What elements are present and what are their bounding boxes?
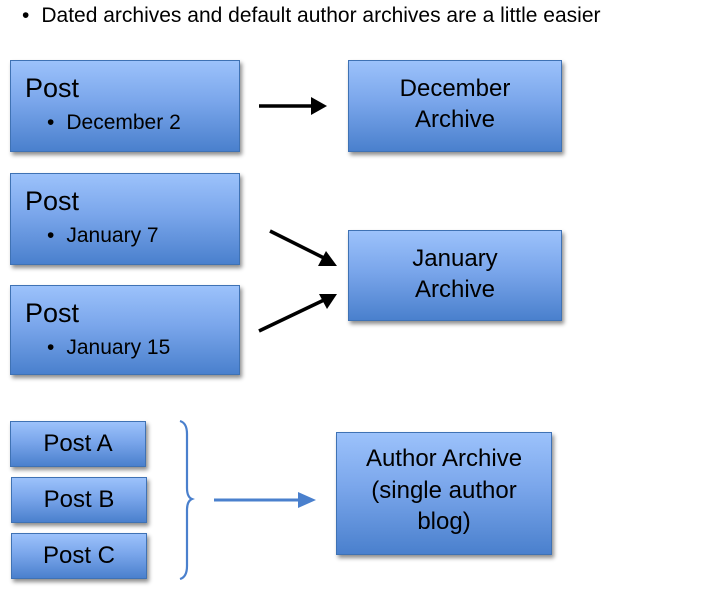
post-date: • January 15 <box>47 336 170 360</box>
post-c-box: Post C <box>11 533 147 579</box>
post-label: Post C <box>42 542 116 569</box>
arrow-author-icon <box>214 492 316 508</box>
archive-label-line2: Archive <box>414 276 496 303</box>
brace-icon <box>179 419 195 581</box>
post-a-box: Post A <box>10 421 146 467</box>
bullet: • <box>47 111 55 134</box>
post-date-text: December 2 <box>66 111 181 134</box>
post-title: Post <box>25 186 80 216</box>
heading-bullet: • <box>22 4 30 27</box>
archive-label-line1: January <box>412 245 498 272</box>
arrow-january-7-icon <box>269 229 337 266</box>
archive-label-line1: Author Archive <box>365 445 523 472</box>
archive-label-line1: December <box>399 75 511 102</box>
archive-label-line2: Archive <box>414 106 496 133</box>
post-date-text: January 15 <box>66 336 171 359</box>
post-label: Post A <box>43 430 113 457</box>
archive-label-line3: blog) <box>417 508 471 535</box>
post-title: Post <box>25 73 80 103</box>
archive-label-line2: (single author <box>371 477 517 504</box>
post-date: • January 7 <box>47 224 159 248</box>
post-box-december-2: Post • December 2 <box>10 60 240 152</box>
post-label: Post B <box>43 486 115 513</box>
post-date: • December 2 <box>47 111 181 135</box>
post-b-box: Post B <box>11 477 147 523</box>
arrow-january-15-icon <box>258 294 337 333</box>
post-box-january-15: Post • January 15 <box>10 285 240 375</box>
post-title: Post <box>25 298 80 328</box>
january-archive-box: January Archive <box>348 230 562 321</box>
bullet: • <box>47 224 55 247</box>
post-box-january-7: Post • January 7 <box>10 173 240 265</box>
post-date-text: January 7 <box>66 224 159 247</box>
december-archive-box: December Archive <box>348 60 562 152</box>
heading-text: Dated archives and default author archiv… <box>41 4 601 27</box>
bullet: • <box>47 336 55 359</box>
arrow-december-icon <box>259 97 327 115</box>
author-archive-box: Author Archive (single author blog) <box>336 432 552 555</box>
slide-heading: • Dated archives and default author archi… <box>22 4 601 28</box>
